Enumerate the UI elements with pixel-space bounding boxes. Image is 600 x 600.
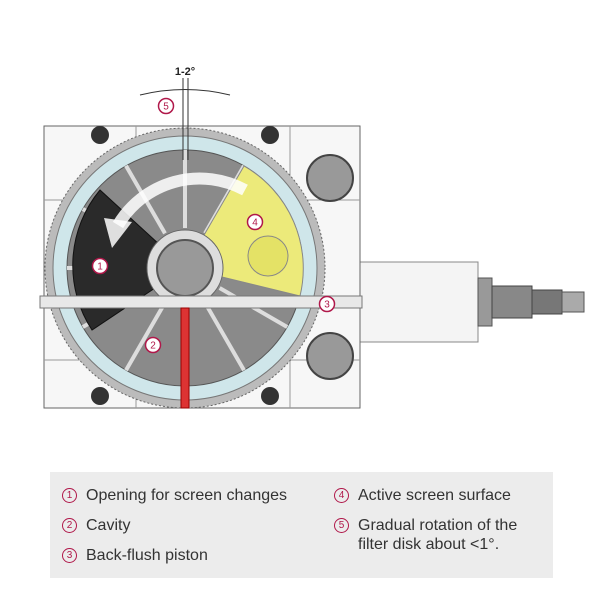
back-flush-piston	[39, 295, 363, 309]
marker-icon: 4	[334, 488, 349, 503]
angle-indicator: 1-2°	[139, 66, 231, 160]
screen-changer-diagram: 1-2° 1 2 3 4 5	[39, 66, 585, 409]
marker-icon: 5	[334, 518, 349, 533]
legend-text: Cavity	[86, 517, 131, 534]
angle-label: 1-2°	[175, 66, 195, 78]
marker-4: 4	[246, 213, 264, 231]
legend-item-1: 1 Opening for screen changes	[62, 486, 287, 505]
disk-spoke	[124, 301, 167, 372]
legend-text: Gradual rotation of the filter disk abou…	[358, 517, 518, 553]
marker-2: 2	[144, 336, 162, 354]
svg-text:1: 1	[97, 262, 103, 273]
svg-text:3: 3	[324, 300, 330, 311]
legend-item-4: 4 Active screen surface	[334, 486, 511, 505]
screen-change-opening	[72, 189, 186, 331]
legend-item-5: 5 Gradual rotation of the filter disk abo…	[334, 516, 549, 554]
rotation-arrow	[112, 172, 248, 229]
legend-item-3: 3 Back-flush piston	[62, 546, 208, 565]
legend: 1 Opening for screen changes 2 Cavity 3 Bac…	[50, 472, 553, 578]
marker-icon: 3	[62, 548, 77, 563]
legend-text: Active screen surface	[358, 487, 511, 504]
marker-icon: 2	[62, 518, 77, 533]
svg-text:2: 2	[150, 341, 156, 352]
legend-item-2: 2 Cavity	[62, 516, 130, 535]
cavity-channel	[180, 307, 190, 409]
disk-spoke	[203, 301, 246, 372]
svg-text:4: 4	[252, 218, 258, 229]
legend-text: Back-flush piston	[86, 547, 208, 564]
marker-1: 1	[91, 257, 109, 275]
marker-3: 3	[318, 295, 336, 313]
drive-shaft	[359, 261, 585, 343]
marker-5: 5	[157, 97, 175, 115]
legend-text: Opening for screen changes	[86, 487, 288, 504]
filter-disk	[44, 127, 326, 409]
marker-icon: 1	[62, 488, 77, 503]
svg-text:5: 5	[163, 102, 169, 113]
